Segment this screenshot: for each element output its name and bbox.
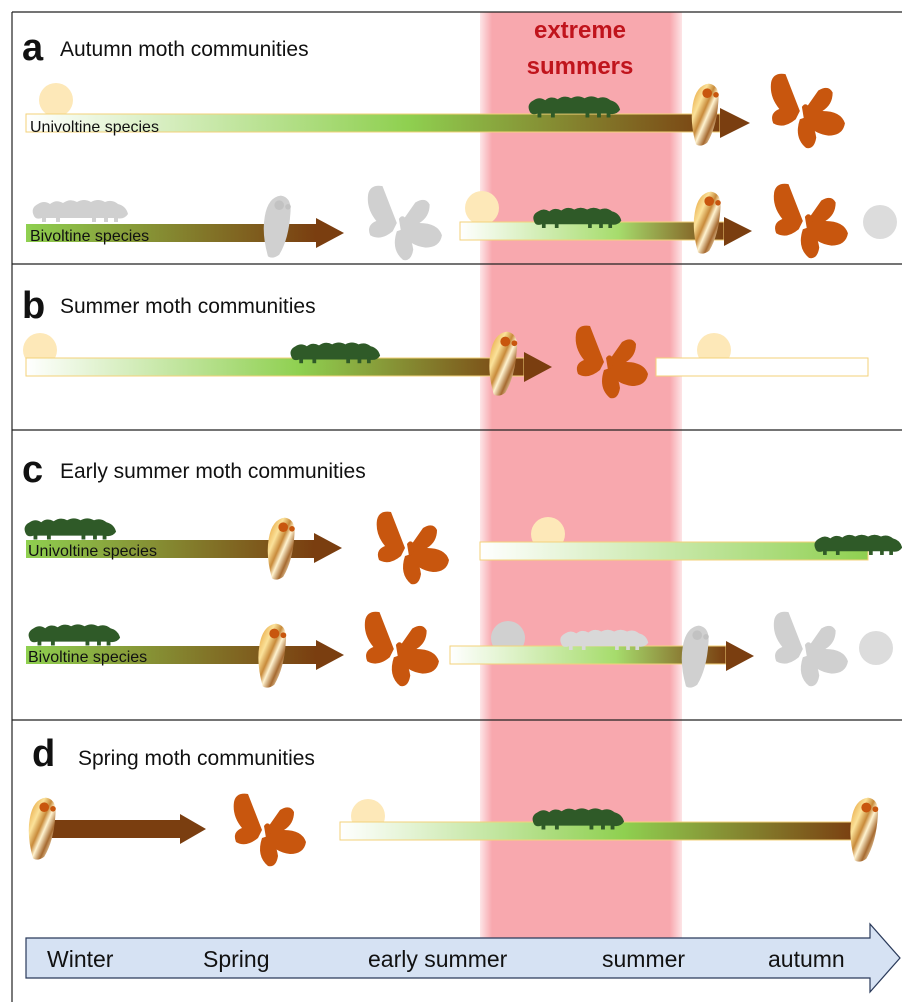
pupa-icon [264, 196, 291, 258]
arrow-head [316, 640, 344, 670]
moth-icon [365, 612, 439, 686]
panel-letter: b [22, 285, 45, 327]
arrow-head [316, 218, 344, 248]
panel-letter: a [22, 27, 44, 69]
egg-icon [863, 205, 897, 239]
arrow-head [720, 108, 750, 138]
lifecycle-bar [26, 358, 524, 376]
arrow-head [314, 533, 342, 563]
caterpillar-icon [25, 518, 117, 539]
panel-b: b Summer moth communities [22, 285, 868, 398]
moth-icon [774, 184, 848, 258]
caterpillar-icon [29, 624, 121, 645]
extreme-summers-band [480, 12, 682, 938]
caterpillar-icon [33, 200, 128, 222]
panel-a: a Autumn moth communities Univoltine spe… [22, 27, 897, 260]
season-label: autumn [768, 946, 845, 972]
panel-title: Summer moth communities [60, 295, 316, 318]
pupa-icon [258, 624, 286, 688]
moth-icon [368, 186, 442, 260]
arrow-head [726, 641, 754, 671]
extreme-summers-label-2: summers [527, 53, 634, 80]
moth-icon [234, 794, 306, 867]
lifecycle-bar [40, 820, 180, 838]
pupa-icon [692, 84, 719, 146]
lifecycle-bar [656, 358, 868, 376]
egg-icon [859, 631, 893, 665]
season-label: early summer [368, 946, 508, 972]
season-label: summer [602, 946, 685, 972]
pupa-icon [682, 626, 709, 688]
egg-icon [465, 191, 499, 225]
moth-icon [377, 512, 449, 585]
row-label-bivoltine: Bivoltine species [30, 228, 149, 245]
panel-d: d Spring moth communities [29, 733, 879, 866]
season-timeline: Winter Spring early summer summer autumn [26, 924, 900, 992]
pupa-icon [29, 798, 56, 860]
pupa-icon [694, 192, 721, 254]
panel-c: c Early summer moth communities Univolti… [22, 449, 902, 688]
row-label-univoltine: Univoltine species [30, 119, 159, 136]
pupa-icon [268, 518, 295, 580]
arrow-head [724, 217, 752, 246]
panel-title: Autumn moth communities [60, 38, 309, 61]
lifecycle-bar [480, 542, 868, 560]
panel-letter: c [22, 449, 43, 491]
panel-title: Early summer moth communities [60, 460, 366, 483]
panel-letter: d [32, 733, 55, 775]
extreme-summers-label-1: extreme [534, 17, 626, 44]
season-label: Spring [203, 946, 269, 972]
moth-icon [774, 612, 848, 686]
lifecycle-bar [460, 222, 724, 240]
pupa-icon [850, 798, 878, 862]
row-label-univoltine: Univoltine species [28, 543, 157, 560]
moth-icon [771, 74, 845, 148]
arrow-head [180, 814, 206, 844]
season-label: Winter [47, 946, 114, 972]
panel-title: Spring moth communities [78, 747, 315, 770]
egg-icon [39, 83, 73, 117]
row-label-bivoltine: Bivoltine species [28, 649, 147, 666]
